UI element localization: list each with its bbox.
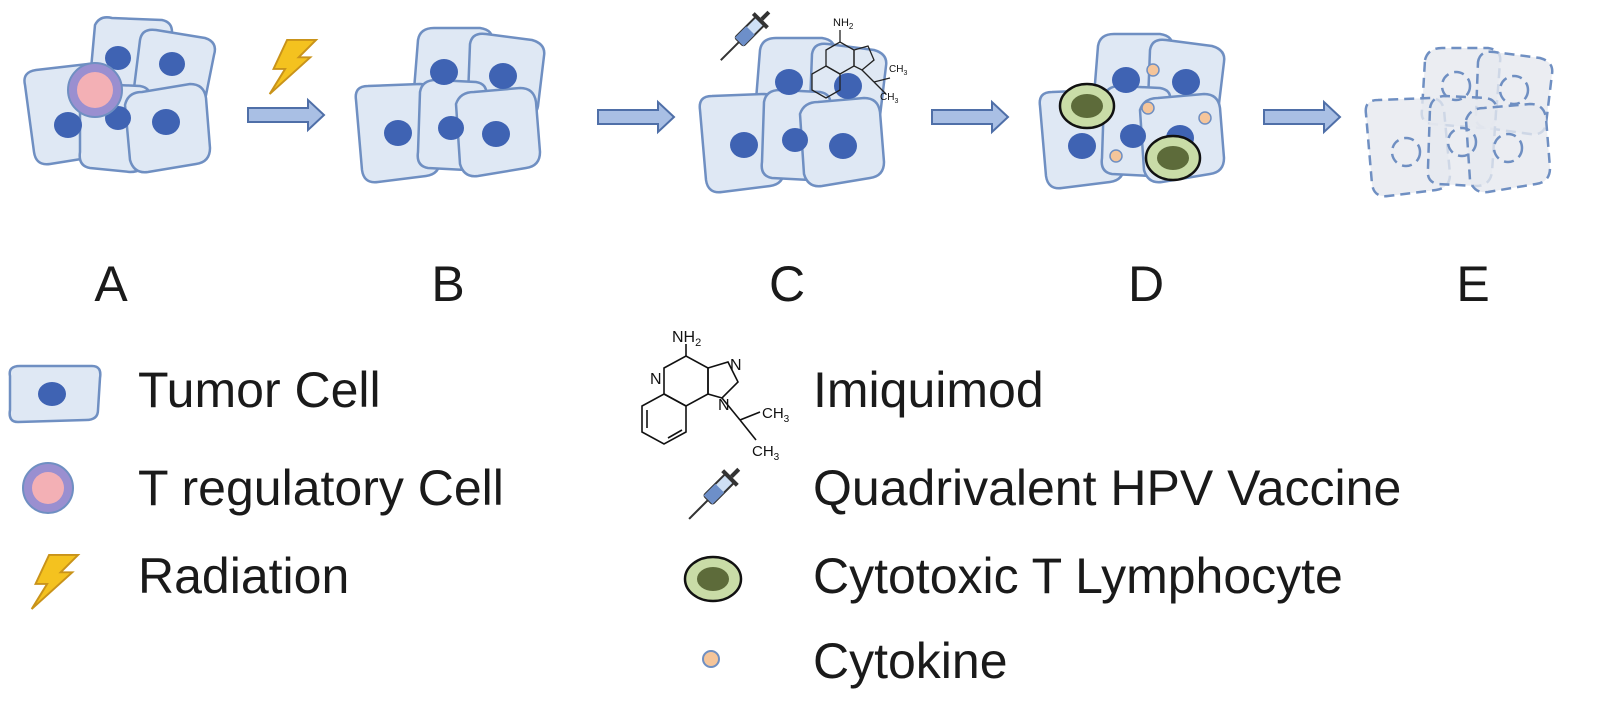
cytotoxic-t-lymphocyte-core [1157,146,1189,170]
legend-t-regulatory-cell-icon [22,462,74,514]
legend-tumor-cell-icon [8,364,102,424]
radiation-bolt-icon [268,38,318,96]
arrow-c-d [931,99,1010,135]
stage-label-c: C [768,256,806,312]
stage-e-cluster [1364,46,1554,198]
dead-nucleus [1390,136,1422,168]
imiquimod-n1-label: N [650,371,662,388]
nucleus [1120,124,1146,148]
stage-label-e: E [1456,256,1490,312]
arrow-d-e [1263,99,1342,135]
dead-nucleus [1446,126,1478,158]
nucleus [1068,133,1096,159]
dead-cell [1464,102,1552,194]
nucleus [775,69,803,95]
nucleus [730,132,758,158]
cytokine [1146,63,1160,77]
imiquimod-n3-label: N [718,397,730,414]
cytokine [1198,111,1212,125]
imiquimod-small-ch3-2: CH3 [880,92,898,105]
legend-label-tumor-cell: Tumor Cell [138,362,381,418]
stage-label-a: A [94,256,128,312]
stage-d-cluster [1038,32,1226,190]
imiquimod-ch3-label: CH3 [762,405,790,425]
imiquimod-nh2-label: NH2 [672,329,701,349]
imiquimod-ch3-label-2: CH3 [752,443,780,463]
nucleus [1112,67,1140,93]
nucleus [482,121,510,147]
process-arrows [247,97,1342,135]
nucleus [430,59,458,85]
arrow-a-b [247,97,326,133]
arrow-b-c [597,99,676,135]
stage-b-cluster [354,26,546,184]
nucleus [159,52,185,76]
dead-nucleus [1498,74,1530,106]
cytotoxic-t-lymphocyte-core [1071,94,1103,118]
stage-a-cluster [23,16,217,174]
dead-nucleus [1492,132,1524,164]
legend-label-imiquimod: Imiquimod [813,362,1044,418]
legend-label-radiation: Radiation [138,548,350,604]
nucleus [105,46,131,70]
legend-label-cytokine: Cytokine [813,633,1008,689]
nucleus [438,116,464,140]
nucleus [152,109,180,135]
t-regulatory-cell-core [77,72,113,108]
stage-c-cluster [698,36,888,194]
nucleus [782,128,808,152]
cytokine [1109,149,1123,163]
imiquimod-n2-label: N [730,357,742,374]
nucleus [384,120,412,146]
legend-cytokine-icon [702,650,720,668]
legend-imiquimod-structure-icon [641,344,761,445]
nucleus [1172,69,1200,95]
nucleus [54,112,82,138]
stage-label-d: D [1127,256,1165,312]
legend-lightning-bolt-icon [30,553,80,611]
legend-label-hpv-vaccine: Quadrivalent HPV Vaccine [813,460,1402,516]
legend-syringe-icon [680,462,742,528]
nucleus [489,63,517,89]
nucleus [829,133,857,159]
stage-label-b: B [431,256,465,312]
imiquimod-structure-small [811,30,891,99]
legend-label-t-regulatory-cell: T regulatory Cell [138,460,504,516]
dead-nucleus [1440,70,1472,102]
imiquimod-small-ch3: CH3 [889,64,907,77]
legend-label-cytotoxic-t-lymphocyte: Cytotoxic T Lymphocyte [813,548,1343,604]
cytokine [1141,101,1155,115]
nucleus [834,73,862,99]
imiquimod-small-nh2: NH2 [833,17,854,31]
legend-cytotoxic-t-lymphocyte-icon [683,555,743,603]
